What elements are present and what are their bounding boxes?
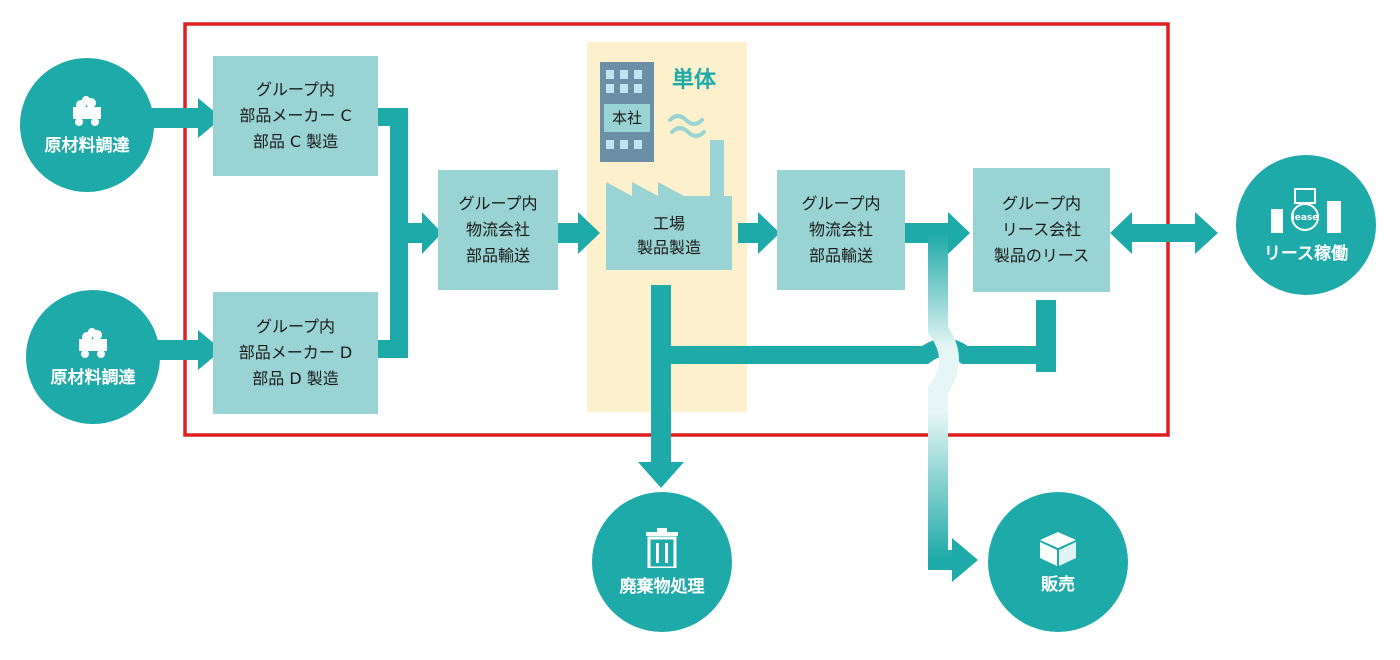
arrow-logistics1-to-factory bbox=[558, 212, 600, 254]
lease-company-line-1: グループ内 bbox=[1001, 194, 1082, 213]
logistics-1-line-3: 部品輸送 bbox=[465, 246, 530, 265]
lease-equipment-icon: lease bbox=[1271, 187, 1341, 233]
raw-material-node-2: 原材料調達 bbox=[26, 290, 160, 424]
maker-c-line-3: 部品 C 製造 bbox=[252, 132, 339, 151]
merge-bracket bbox=[378, 108, 442, 358]
waste-label: 廃棄物処理 bbox=[619, 576, 705, 597]
building-icon bbox=[600, 62, 654, 162]
logistics-2-line-2: 物流会社 bbox=[808, 220, 873, 239]
arrow-factory-to-waste bbox=[638, 285, 684, 488]
maker-d-line-3: 部品 D 製造 bbox=[252, 369, 339, 388]
lease-company-line-2: リース会社 bbox=[1001, 220, 1082, 239]
hq-label: 本社 bbox=[611, 109, 642, 127]
smoke-icon bbox=[668, 114, 706, 138]
arrow-logistics2-to-sales bbox=[928, 233, 978, 582]
box-icon bbox=[1040, 531, 1076, 566]
maker-d-line-1: グループ内 bbox=[255, 317, 336, 336]
standalone-label: 単体 bbox=[672, 68, 717, 93]
factory-icon bbox=[606, 140, 732, 270]
arrow-factory-to-logistics2 bbox=[738, 212, 780, 254]
ore-cart-icon bbox=[73, 95, 101, 126]
maker-c-line-2: 部品メーカー C bbox=[239, 106, 352, 125]
factory-line-2: 製品製造 bbox=[636, 238, 701, 257]
sales-node: 販売 bbox=[988, 492, 1128, 632]
trash-can-icon bbox=[646, 527, 678, 568]
lease-icon-text: lease bbox=[1292, 213, 1319, 223]
logistics-1-line-1: グループ内 bbox=[458, 194, 538, 213]
arrow-lease-double bbox=[1110, 212, 1218, 254]
logistics-2-line-1: グループ内 bbox=[801, 194, 881, 213]
logistics-box-2: グループ内 物流会社 部品輸送 bbox=[777, 170, 905, 290]
factory-label: 工場 製品製造 bbox=[606, 212, 732, 260]
waste-node: 廃棄物処理 bbox=[592, 492, 732, 632]
lease-operation-node: lease リース稼働 bbox=[1236, 155, 1376, 295]
arrow-raw1-to-maker-c bbox=[150, 98, 222, 138]
logistics-2-line-3: 部品輸送 bbox=[808, 246, 873, 265]
logistics-box-1: グループ内 物流会社 部品輸送 bbox=[438, 170, 558, 290]
ore-cart-icon bbox=[79, 327, 107, 358]
maker-c-box: グループ内 部品メーカー C 部品 C 製造 bbox=[213, 56, 378, 176]
lease-operation-label: リース稼働 bbox=[1263, 243, 1349, 264]
lease-company-box: グループ内 リース会社 製品のリース bbox=[973, 168, 1110, 292]
raw-material-label-1: 原材料調達 bbox=[44, 135, 130, 156]
sales-label: 販売 bbox=[1041, 574, 1075, 595]
lease-company-line-3: 製品のリース bbox=[993, 246, 1090, 265]
maker-d-box: グループ内 部品メーカー D 部品 D 製造 bbox=[213, 292, 378, 414]
maker-c-line-1: グループ内 bbox=[255, 80, 336, 99]
logistics-1-line-2: 物流会社 bbox=[465, 220, 530, 239]
maker-d-line-2: 部品メーカー D bbox=[238, 343, 353, 362]
factory-line-1: 工場 bbox=[652, 214, 685, 233]
raw-material-label-2: 原材料調達 bbox=[50, 367, 136, 388]
raw-material-node-1: 原材料調達 bbox=[20, 58, 154, 192]
arrow-raw2-to-maker-d bbox=[150, 330, 222, 370]
